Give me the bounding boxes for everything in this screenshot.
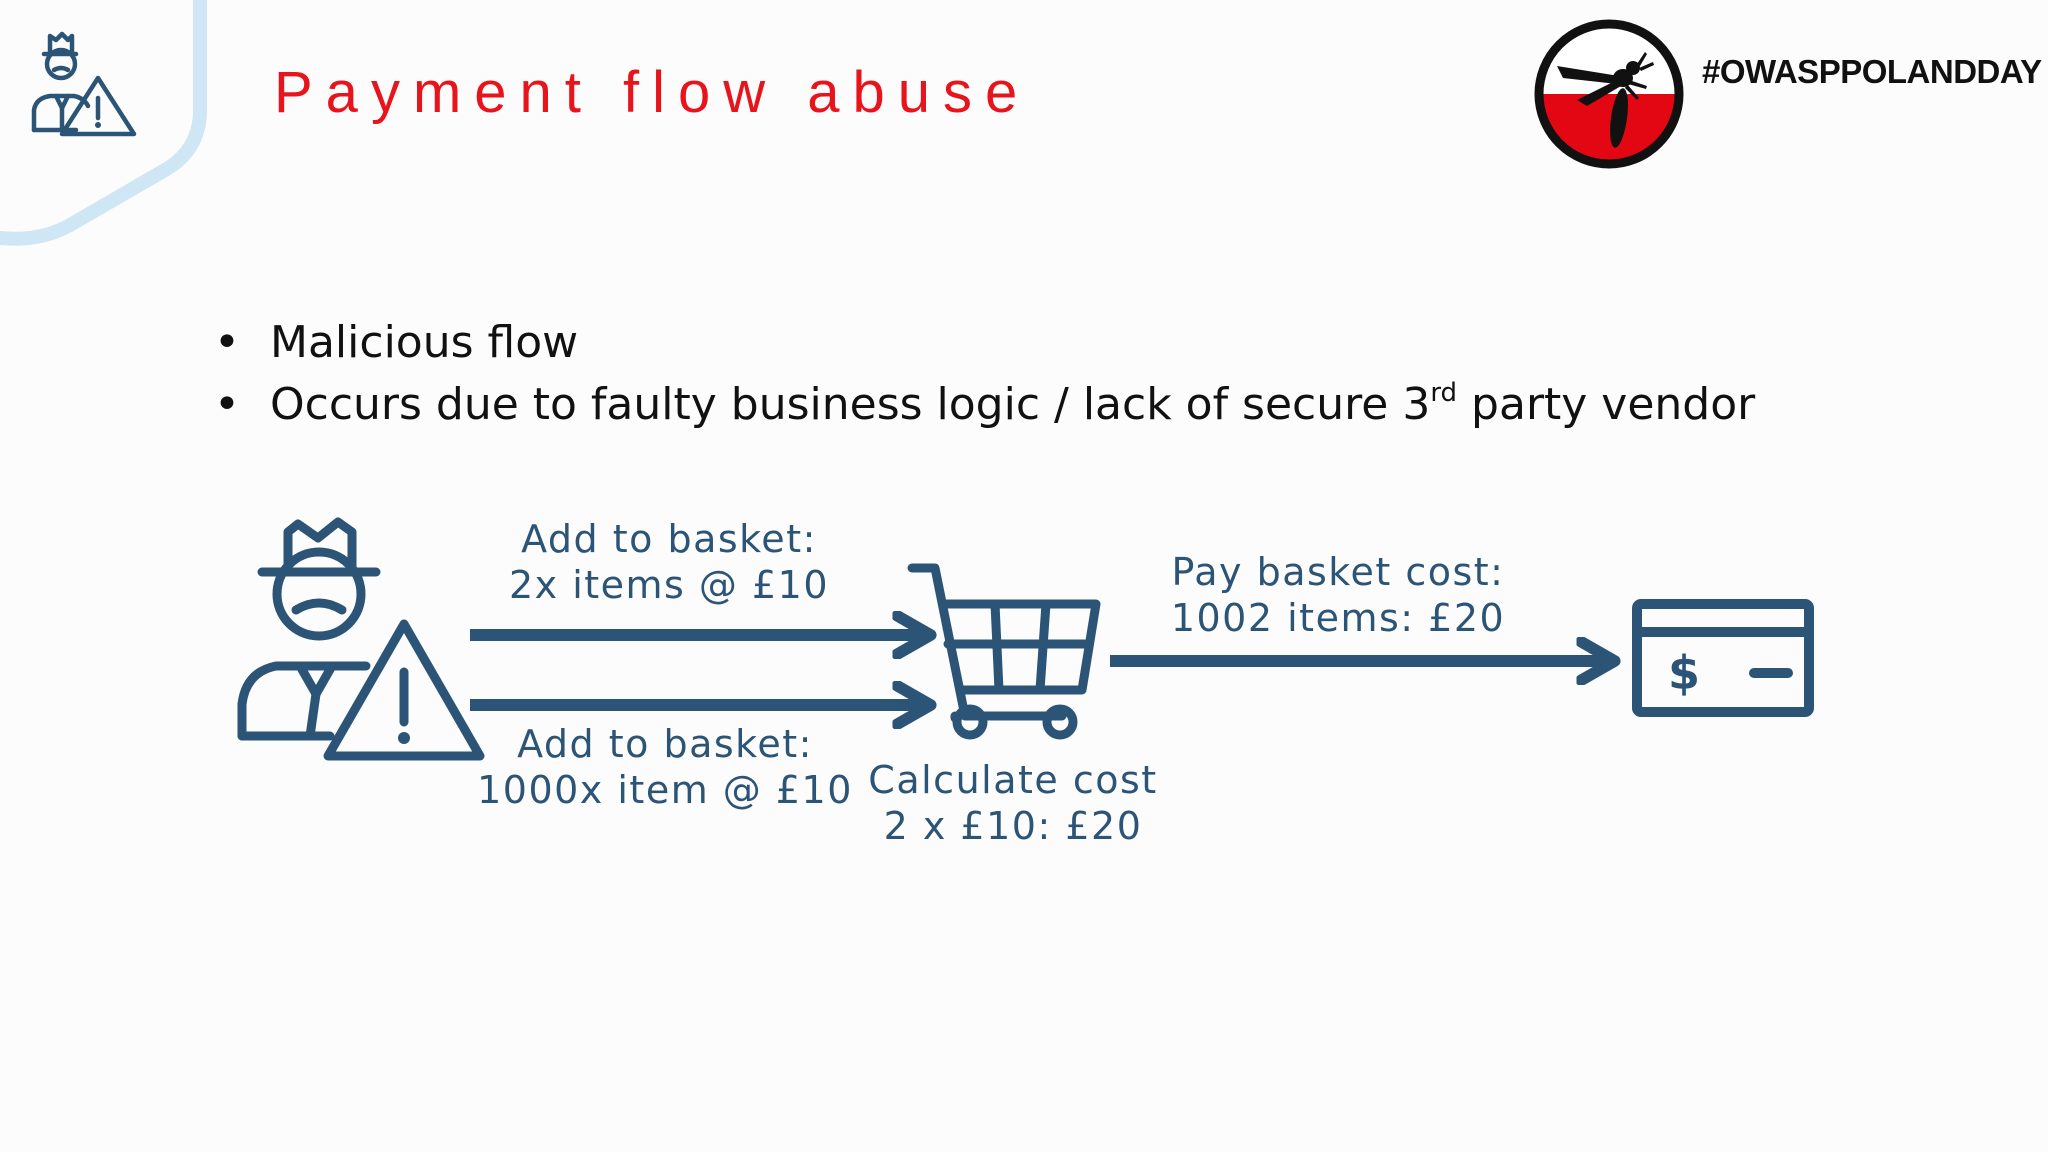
label-line: 2 x £10: £20 <box>883 804 1143 848</box>
bullet-item-malicious-flow: • Malicious flow <box>208 312 1755 374</box>
bullet-superscript: rd <box>1430 378 1458 409</box>
bullet-text: Occurs due to faulty business logic / la… <box>270 379 1431 430</box>
corner-decoration <box>0 0 207 246</box>
credit-card-icon <box>1632 599 1814 717</box>
label-line: 1000x item @ £10 <box>477 768 853 812</box>
label-line: Calculate cost <box>868 758 1158 802</box>
bullet-dot: • <box>214 317 240 368</box>
label-line: 1002 items: £20 <box>1170 596 1506 640</box>
malicious-user-warning-icon <box>237 517 485 761</box>
owasp-wasp-logo <box>1534 19 1684 169</box>
label-line: 2x items @ £10 <box>508 563 830 607</box>
label-line: Add to basket: <box>521 517 817 561</box>
event-hashtag: #OWASPPOLANDDAY <box>1702 53 2042 90</box>
label-add-basket-top: Add to basket: 2x items @ £10 <box>509 516 829 608</box>
label-line: Pay basket cost: <box>1171 550 1505 594</box>
label-add-basket-bottom: Add to basket: 1000x item @ £10 <box>477 721 853 813</box>
bullet-list: • Malicious flow • Occurs due to faulty … <box>208 312 1755 436</box>
bullet-dot: • <box>214 379 240 430</box>
slide-title: Payment flow abuse <box>274 60 1031 125</box>
card-dollar-symbol: $ <box>1668 646 1700 700</box>
malicious-user-warning-icon <box>31 31 137 137</box>
label-line: Add to basket: <box>517 722 813 766</box>
bullet-text: Malicious flow <box>270 317 579 368</box>
label-calculate-cost: Calculate cost 2 x £10: £20 <box>868 757 1157 849</box>
label-pay-basket: Pay basket cost: 1002 items: £20 <box>1171 549 1505 641</box>
bullet-item-faulty-logic: • Occurs due to faulty business logic / … <box>208 374 1755 436</box>
bullet-text-end: party vendor <box>1457 379 1756 430</box>
shopping-cart-icon <box>907 563 1101 740</box>
